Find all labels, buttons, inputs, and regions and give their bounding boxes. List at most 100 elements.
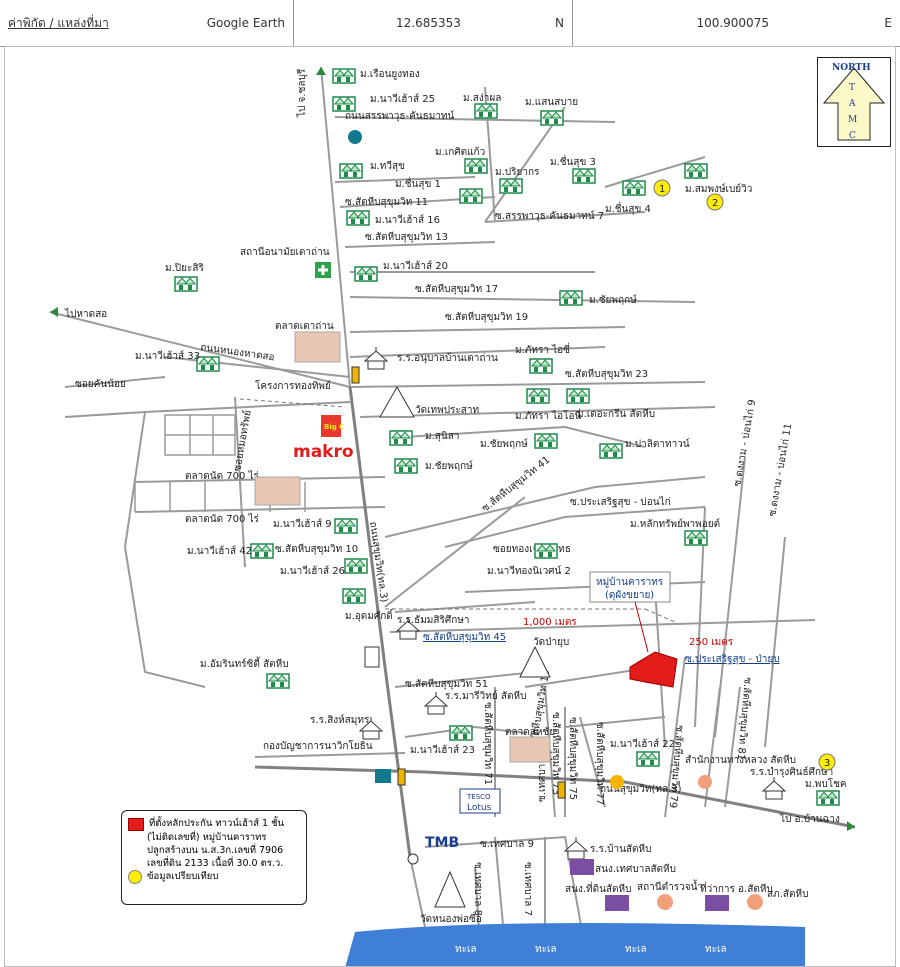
village-icon (534, 433, 558, 449)
tmb-logo: TMB (425, 835, 459, 851)
traffic-lights (351, 366, 566, 799)
road-label-talat-nat-1: ตลาดนัด 700 ไร่ (185, 470, 260, 482)
office-icon (605, 895, 629, 911)
village-label: ม.ชัยพฤกษ์ (425, 460, 473, 472)
village-label: ม.นาวีเฮ้าส์ 33 (135, 350, 200, 362)
village-icon (599, 443, 623, 459)
temple-icon (519, 645, 551, 678)
legend-line4: เลขที่ดิน 2133 เนื้อที่ 30.0 ตร.ว. (147, 858, 284, 869)
soi-label-81: ซ.สัตหีบสุขุมวิท 81 (735, 677, 754, 761)
soi-label-11: ซ.สัตหีบสุขุมวิท 11 (345, 196, 428, 208)
village-label: ม.นาวีเฮ้าส์ 9 (273, 518, 332, 530)
place-talat-tao-than: ตลาดเตาถ่าน (275, 321, 334, 332)
village-label: ม.นาวีเฮ้าส์ 25 (370, 93, 435, 105)
legend-line5: ข้อมูลเปรียบเทียบ (147, 871, 219, 882)
roundabout-icon (407, 853, 419, 865)
soi-label-dongngam11: ซ.ดงงาม - บ่อนไก่ 11 (766, 422, 794, 517)
soi-label-13: ซ.สัตหีบสุขุมวิท 13 (365, 231, 448, 243)
traffic-light-icon (351, 366, 360, 384)
compass-letter: C (849, 131, 856, 141)
police-icon (657, 894, 673, 910)
village-icon (449, 725, 473, 741)
village-label: ม.อุดมศักดิ์ (345, 608, 394, 622)
village-icon (174, 276, 198, 292)
seven-eleven-icon (364, 646, 380, 668)
big-c-logo (321, 415, 341, 437)
comparison-marker-label: 3 (824, 758, 830, 769)
village-icon (540, 110, 564, 126)
village-label: ม.นาวีเฮ้าส์ 22 (610, 738, 675, 750)
place-school-bamrung: ร.ร.บำรุงศินธ์ศึกษา (750, 766, 833, 778)
tesco-lotus-logo (459, 788, 501, 814)
soi-label-77: ซ.สัตหีบสุขุมวิท 77 (594, 722, 606, 805)
comparison-marker-3 (818, 753, 836, 771)
longitude-dir: E (884, 16, 892, 30)
sea-label-4: ทะเล (705, 944, 727, 955)
village-icon (346, 210, 370, 226)
village-label: ม.พบโชค (805, 777, 847, 790)
road-label-sattahip-inner: ถนนสุขุมวิท(ทล.3) (367, 521, 389, 603)
makro-logo: makro (293, 442, 354, 462)
village-label: ม.นาวีทองนิเวศน์ 2 (487, 565, 571, 577)
north-compass: NORTH T A M C (817, 57, 891, 147)
road-label-thesaban9: ซ.เทศบาล 9 (480, 839, 534, 850)
market-photo-icon (294, 331, 341, 363)
school-icon (364, 346, 388, 370)
road-label-prasert-pa-yup: ซ.ประเสริฐสุข - ป่ายุบ (685, 654, 780, 665)
market-photo-icon (254, 476, 301, 506)
place-school-thammasiri: ร.ร.ธัมมสิริศึกษา (397, 614, 469, 626)
road-label-prasert-bonkai: ซ.ประเสริฐสุข - บ่อนไก่ (570, 496, 671, 508)
legend-property-swatch (128, 818, 144, 831)
village-icon (816, 790, 840, 806)
village-icon (684, 163, 708, 179)
villages: ม.เรือนยูงทอง ม.นาวีเฮ้าส์ 25 ม.สง่าผล ม… (135, 68, 847, 806)
traffic-light-icon (397, 768, 406, 786)
place-school-anuban: ร.ร.อนุบาลบ้านเตาถ่าน (397, 352, 498, 364)
road-label-soi-chiang-yot: ซอยทองเจริญยุทธ (493, 544, 571, 555)
highway-icon (698, 775, 712, 789)
header-source-cell: ค่าพิกัด / แหล่งที่มา Google Earth (0, 0, 294, 46)
project-sub: (ดุผังขยาย) (605, 590, 654, 601)
village-label: ม.สุนิสา (425, 431, 459, 442)
location-map: ทะเล ทะเล ทะเล ทะเล ไป จ.ชลบุรี ถนนสุขุม… (4, 46, 896, 967)
legend-line3: ปลูกสร้างบน น.ส.3ก.เลขที่ 7906 (147, 845, 284, 856)
soi-label-10: ซ.สัตหีบสุขุมวิท 10 (275, 543, 358, 555)
village-icon (559, 290, 583, 306)
village-label: ม.ปาลิตาทาวน์ (625, 438, 690, 450)
big-c-label: Big C (324, 423, 344, 431)
coordinate-source-link[interactable]: ค่าพิกัด / แหล่งที่มา (8, 15, 109, 30)
map-legend: ที่ตั้งหลักประกัน ทาวน์เฮ้าส์ 1 ชั้น (ไม… (121, 810, 307, 905)
sea-label-3: ทะเล (625, 944, 647, 955)
village-icon (394, 458, 418, 474)
village-icon (534, 543, 558, 559)
village-label: ม.ปิยะสิริ (165, 263, 204, 274)
village-label: ม.นาวีเฮ้าส์ 42 (187, 545, 252, 557)
place-wat-prasat: วัดเทพประสาท (415, 405, 479, 416)
legend-comparison-dot (128, 870, 142, 884)
village-icon (389, 430, 413, 446)
village-label: ม.เกศิตแก้ว (435, 146, 485, 158)
village-label: ม.ชัยพฤกษ์ (589, 294, 637, 306)
property-location-marker (629, 651, 678, 688)
soi-label-45: ซ.สัตหีบสุขุมวิท 45 (423, 631, 506, 643)
village-label: ม.นาวีเฮ้าส์ 26 (280, 565, 345, 577)
village-icon (196, 356, 220, 372)
road-label-sukhumvit-main: ถนนสุขุมวิท(ทล.3) (600, 784, 682, 795)
village-label: ม.ปริยากร (495, 167, 540, 178)
office-icon (705, 895, 729, 911)
village-icon (526, 388, 550, 404)
soi-label-23: ซ.สัตหีบสุขุมวิท 23 (565, 368, 648, 380)
school-icon (424, 691, 448, 715)
village-icon (334, 518, 358, 534)
compass-letter: A (848, 99, 856, 109)
place-school-singsamut: ร.ร.สิงห์สมุทร (310, 714, 370, 726)
village-icon (636, 751, 660, 767)
soi-label-dongngam9: ซ.ดงงาม - บ่อนไก่ 9 (731, 399, 758, 488)
road-label-thesaban7: ซ.เทศบาล 7 (522, 862, 533, 916)
road-label-to-beach: ไปหาดสอ (64, 308, 107, 320)
comparison-markers: 1 2 3 (653, 179, 836, 771)
legend-comparison-row: ข้อมูลเปรียบเทียบ (128, 870, 300, 884)
village-label: ม.นาวีเฮ้าส์ 20 (383, 260, 448, 272)
village-label: ม.ชัยพฤกษ์ (480, 438, 528, 450)
village-icon (566, 388, 590, 404)
